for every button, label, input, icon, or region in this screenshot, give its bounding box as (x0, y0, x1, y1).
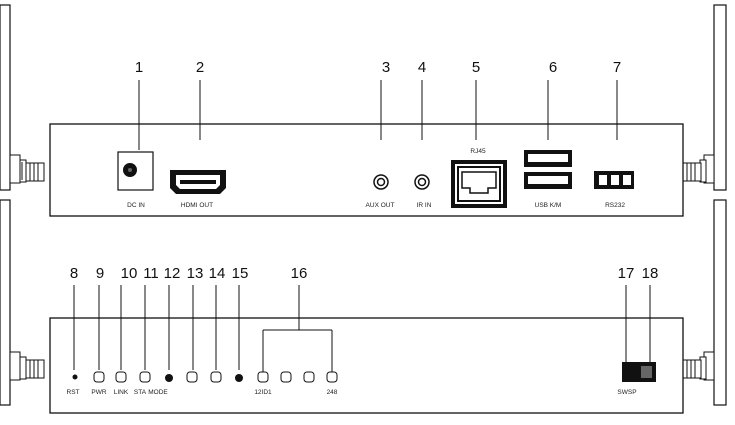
swsp-label: SWSP (617, 389, 636, 396)
callout-13: 13 (187, 265, 204, 282)
led-icon (115, 371, 127, 383)
link-label: LINK (114, 389, 129, 396)
led-icon (210, 371, 222, 383)
callout-1: 1 (135, 59, 143, 76)
pwr-label: PWR (91, 389, 106, 396)
callout-3: 3 (382, 59, 390, 76)
button-icon (235, 374, 243, 382)
callout-14: 14 (209, 265, 226, 282)
antenna-icon (0, 4, 45, 191)
ir-in-label: IR IN (417, 202, 432, 209)
usb-km-label: USB K/M (535, 202, 562, 209)
audio-jack-icon (414, 174, 430, 190)
antenna-icon (682, 199, 727, 406)
rst-label: RST (67, 389, 80, 396)
audio-jack-icon (373, 174, 389, 190)
hdmi-out-label: HDMI OUT (181, 202, 213, 209)
led-icon (186, 371, 198, 383)
mode-label: MODE (148, 389, 168, 396)
callout-10: 10 (121, 265, 138, 282)
antenna-icon (682, 4, 727, 191)
id1-label: 12ID1 (254, 389, 272, 396)
led-icon (326, 371, 338, 383)
callout-6: 6 (549, 59, 557, 76)
aux-out-label: AUX OUT (366, 202, 395, 209)
usb-port-icon (524, 150, 572, 189)
callout-12: 12 (164, 265, 181, 282)
top-panel: 1 2 3 4 5 6 7 DC IN HDMI OUT (0, 4, 727, 217)
callout-17: 17 (618, 265, 635, 282)
button-icon (165, 374, 173, 382)
callout-18: 18 (642, 265, 659, 282)
callout-15: 15 (232, 265, 249, 282)
dc-in-label: DC IN (127, 202, 145, 209)
led-icon (303, 371, 315, 383)
callout-4: 4 (418, 59, 426, 76)
led-icon (139, 371, 151, 383)
callout-11: 11 (143, 265, 159, 282)
antenna-icon (0, 199, 45, 406)
led-icon (93, 371, 105, 383)
led-icon (280, 371, 292, 383)
sta-label: STA (134, 389, 147, 396)
hdmi-port-icon (170, 170, 226, 194)
dc-jack-icon (117, 151, 154, 191)
callout-8: 8 (70, 265, 78, 282)
callout-2: 2 (196, 59, 204, 76)
rj45-label: RJ45 (470, 148, 486, 155)
leader-lines (138, 80, 618, 150)
callout-16: 16 (291, 265, 308, 282)
dip-switch-icon (622, 362, 656, 382)
id248-label: 248 (327, 389, 338, 396)
rs232-label: RS232 (605, 202, 625, 209)
reset-button-icon (72, 374, 78, 380)
top-panel-frame (49, 123, 684, 217)
ethernet-port-icon (451, 160, 507, 208)
callout-5: 5 (472, 59, 480, 76)
led-icon (257, 371, 269, 383)
leader-lines (73, 285, 651, 372)
bottom-panel-frame (49, 317, 684, 414)
callout-7: 7 (613, 59, 621, 76)
serial-port-icon (594, 171, 634, 189)
callout-9: 9 (96, 265, 104, 282)
bottom-panel: 8 9 10 11 12 13 14 15 16 17 18 (0, 199, 727, 414)
